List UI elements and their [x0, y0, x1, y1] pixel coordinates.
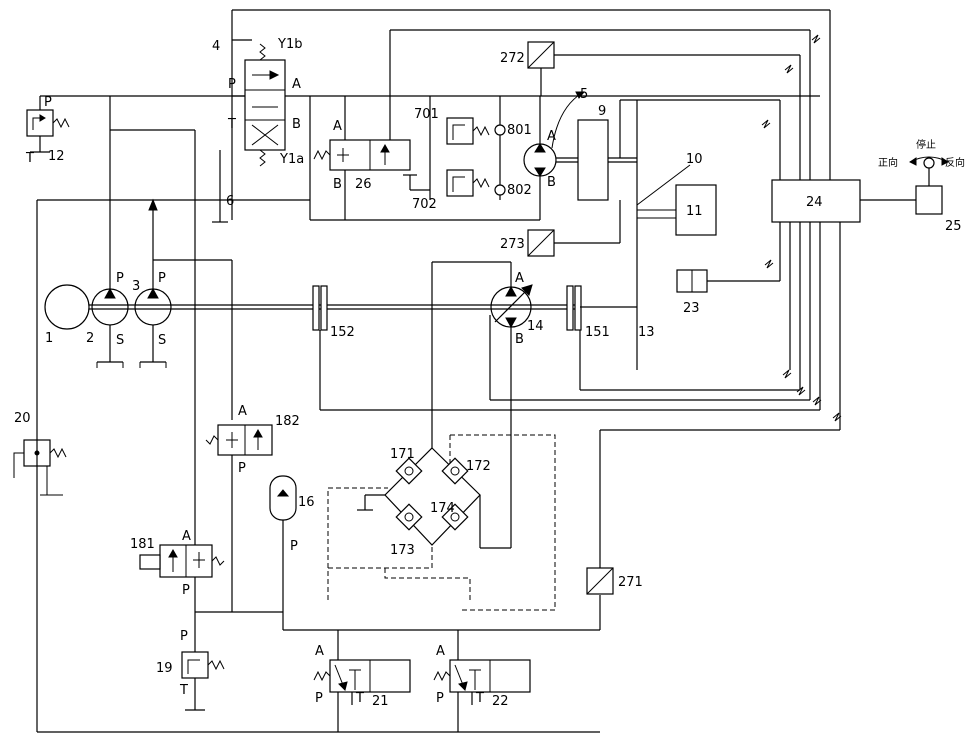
- label-271: 271: [618, 575, 643, 590]
- label-801: 801: [507, 123, 532, 138]
- port-t-19: T: [179, 683, 188, 698]
- port-a-26: A: [333, 119, 342, 134]
- accumulator-16: [270, 476, 296, 520]
- prime-mover-1: [45, 285, 89, 329]
- selector-forward-label: 正向: [878, 156, 898, 169]
- valve-19: [182, 630, 224, 710]
- label-174: 174: [430, 501, 455, 516]
- valve-22: [434, 660, 530, 692]
- sensor-272: [528, 42, 554, 68]
- label-10: 10: [686, 152, 703, 167]
- coupling-152: [313, 286, 327, 330]
- label-20: 20: [14, 411, 31, 426]
- port-a-21: A: [315, 644, 324, 659]
- port-p-21: P: [315, 691, 323, 706]
- valve-701: [447, 118, 489, 144]
- label-4: 4: [212, 39, 220, 54]
- label-y1a: Y1a: [279, 152, 304, 167]
- gauge-801: [495, 125, 505, 135]
- port-b-4: B: [292, 117, 301, 132]
- label-26: 26: [355, 177, 372, 192]
- port-p-22: P: [436, 691, 444, 706]
- label-11: 11: [686, 204, 703, 219]
- label-702: 702: [412, 197, 437, 212]
- label-1: 1: [45, 331, 53, 346]
- port-p-3: P: [158, 271, 166, 286]
- flywheel-9: [578, 120, 608, 200]
- port-p-181: P: [182, 583, 190, 598]
- sensor-273: [528, 230, 554, 256]
- label-6: 6: [226, 194, 234, 209]
- label-19: 19: [156, 661, 173, 676]
- label-14: 14: [527, 319, 544, 334]
- label-2: 2: [86, 331, 94, 346]
- label-272: 272: [500, 51, 525, 66]
- port-s-2: S: [116, 333, 124, 348]
- label-152: 152: [330, 325, 355, 340]
- sensor-271: [587, 568, 613, 594]
- port-a-182: A: [238, 404, 247, 419]
- coupling-151: [567, 286, 581, 330]
- port-t-21: T: [355, 691, 364, 706]
- port-b-26: B: [333, 177, 342, 192]
- label-9: 9: [598, 104, 606, 119]
- valve-26: [314, 96, 410, 220]
- label-171: 171: [390, 447, 415, 462]
- port-t-4: T: [227, 117, 236, 132]
- port-b-14: B: [515, 332, 524, 347]
- label-24: 24: [806, 195, 823, 210]
- label-23: 23: [683, 301, 700, 316]
- sensor-23: [677, 270, 707, 292]
- valve-20: [14, 440, 66, 495]
- selector-reverse-label: 反向: [945, 156, 965, 169]
- port-a-14: A: [515, 271, 524, 286]
- label-12: 12: [48, 149, 65, 164]
- selector-stop-label: 停止: [916, 138, 936, 151]
- label-3: 3: [132, 279, 140, 294]
- pump-2: [92, 289, 128, 368]
- port-p-16: P: [290, 539, 298, 554]
- valve-21: [314, 660, 410, 692]
- port-t-12: T: [25, 151, 34, 166]
- label-181: 181: [130, 537, 155, 552]
- port-a-4: A: [292, 77, 301, 92]
- valve-702: [447, 170, 489, 196]
- label-y1b: Y1b: [277, 37, 302, 52]
- label-21: 21: [372, 694, 389, 709]
- label-802: 802: [507, 183, 532, 198]
- label-182: 182: [275, 414, 300, 429]
- label-701: 701: [414, 107, 439, 122]
- directional-valve-4: [232, 40, 285, 220]
- label-172: 172: [466, 459, 491, 474]
- port-a-5: A: [547, 129, 556, 144]
- port-b-5: B: [547, 175, 556, 190]
- label-25: 25: [945, 219, 962, 234]
- port-p-12: P: [44, 95, 52, 110]
- label-5: 5: [580, 87, 588, 102]
- variable-pump-motor-14: [491, 285, 532, 327]
- label-13: 13: [638, 325, 655, 340]
- port-p-19: P: [180, 629, 188, 644]
- pump-3: [135, 289, 171, 368]
- port-a-181: A: [182, 529, 191, 544]
- valve-182: [206, 425, 272, 455]
- label-16: 16: [298, 495, 315, 510]
- label-151: 151: [585, 325, 610, 340]
- label-173: 173: [390, 543, 415, 558]
- label-22: 22: [492, 694, 509, 709]
- gauge-802: [495, 185, 505, 195]
- port-p-2: P: [116, 271, 124, 286]
- label-273: 273: [500, 237, 525, 252]
- port-p-4: P: [228, 77, 236, 92]
- port-a-22: A: [436, 644, 445, 659]
- port-s-3: S: [158, 333, 166, 348]
- lightning-signal-icon: [762, 35, 841, 421]
- port-t-22: T: [475, 691, 484, 706]
- selector-25: [910, 157, 948, 214]
- motor-5: [524, 92, 584, 220]
- port-p-182: P: [238, 461, 246, 476]
